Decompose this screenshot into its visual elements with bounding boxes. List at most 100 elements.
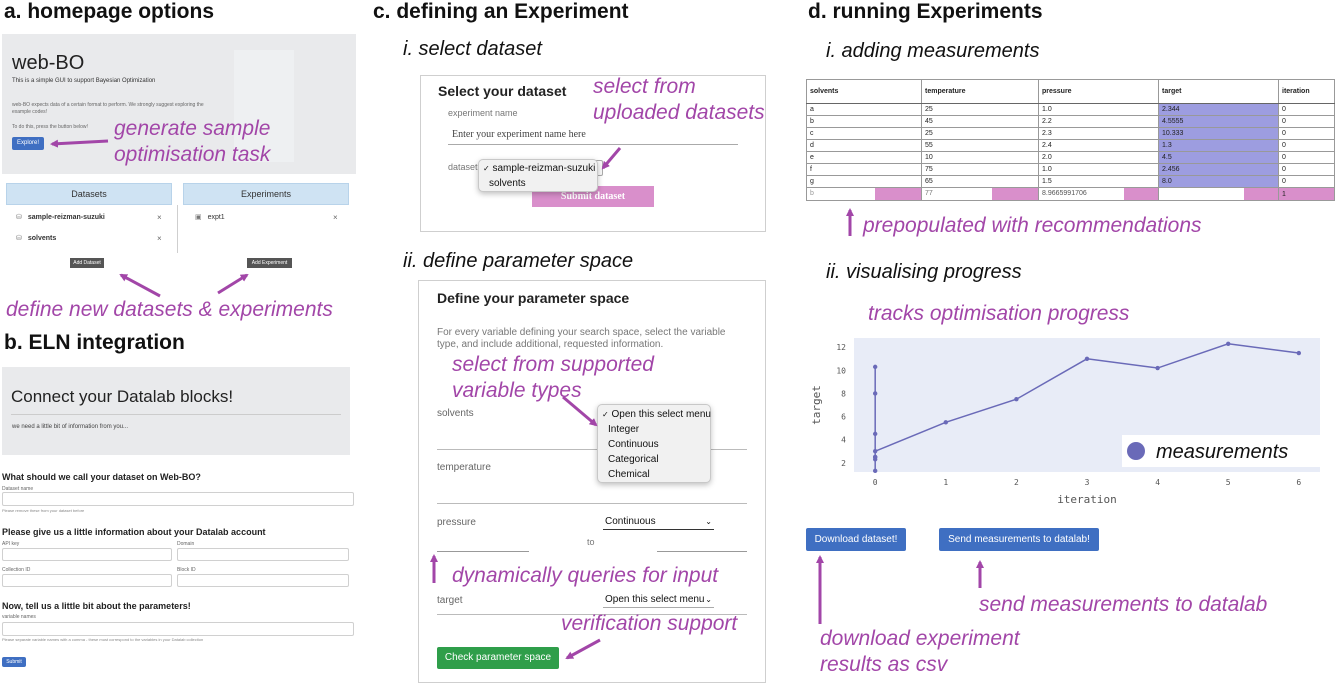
- target-cell[interactable]: 4.5: [1158, 151, 1279, 164]
- block-id-input[interactable]: [177, 574, 349, 587]
- table-cell[interactable]: f: [806, 163, 922, 176]
- table-cell[interactable]: d: [806, 139, 922, 152]
- y-tick-label: 6: [841, 413, 846, 422]
- recommendation-cell[interactable]: 1: [1278, 187, 1335, 201]
- dataset-name-help: Please remove these from your dataset be…: [2, 508, 85, 513]
- table-cell[interactable]: 2.3: [1038, 127, 1159, 140]
- table-cell[interactable]: 1.5: [1038, 175, 1159, 188]
- table-cell[interactable]: 0: [1278, 139, 1335, 152]
- table-cell[interactable]: 55: [921, 139, 1039, 152]
- section-c-sub-i: i. select dataset: [403, 38, 542, 60]
- pressure-type-select[interactable]: Continuous ⌄: [603, 515, 714, 530]
- annotation-send-to: send measurements to datalab: [979, 593, 1268, 616]
- table-cell[interactable]: 0: [1278, 151, 1335, 164]
- download-dataset-button[interactable]: Download dataset!: [806, 528, 906, 551]
- type-option[interactable]: Categorical: [608, 454, 659, 465]
- table-cell[interactable]: 10: [921, 151, 1039, 164]
- table-cell[interactable]: c: [806, 127, 922, 140]
- recommendation-cell[interactable]: 77: [921, 187, 1039, 201]
- target-cell[interactable]: 10.333: [1158, 127, 1279, 140]
- dataset-item[interactable]: ⛁ sample-reizman-suzuki: [16, 213, 105, 221]
- data-point[interactable]: [872, 454, 878, 460]
- select-dataset-screenshot: Select your dataset experiment name Ente…: [420, 75, 766, 232]
- remove-dataset-icon[interactable]: ×: [157, 234, 162, 243]
- check-icon: ✓: [483, 164, 490, 173]
- eln-divider: [11, 414, 341, 415]
- app-title: web-BO: [12, 52, 85, 74]
- type-option[interactable]: ✓ Open this select menu: [602, 409, 711, 420]
- type-option[interactable]: Chemical: [608, 469, 650, 480]
- hero-desc-1: web-BO expects data of a certain format …: [12, 102, 204, 108]
- add-dataset-button[interactable]: Add Dataset: [70, 258, 104, 268]
- table-cell[interactable]: 65: [921, 175, 1039, 188]
- type-option[interactable]: Continuous: [608, 439, 659, 450]
- table-cell[interactable]: 1.0: [1038, 163, 1159, 176]
- check-parameter-space-button[interactable]: Check parameter space: [437, 647, 559, 669]
- table-cell[interactable]: 45: [921, 115, 1039, 128]
- dataset-option[interactable]: ✓ sample-reizman-suzuki: [483, 163, 596, 174]
- remove-dataset-icon[interactable]: ×: [157, 213, 162, 222]
- hero-intro: This is a simple GUI to support Bayesian…: [12, 78, 156, 84]
- data-point[interactable]: [943, 420, 948, 425]
- annotation-supported-types: select from supported variable types: [452, 353, 654, 402]
- table-cell[interactable]: 2.4: [1038, 139, 1159, 152]
- domain-input[interactable]: [177, 548, 349, 561]
- table-cell[interactable]: 0: [1278, 103, 1335, 116]
- explore-button[interactable]: Explore!: [12, 137, 44, 150]
- collection-id-input[interactable]: [2, 574, 172, 587]
- data-point[interactable]: [872, 364, 878, 370]
- dataset-item[interactable]: ⛁ solvents: [16, 234, 56, 242]
- table-cell[interactable]: 25: [921, 127, 1039, 140]
- table-cell[interactable]: a: [806, 103, 922, 116]
- data-point[interactable]: [1226, 341, 1231, 346]
- table-cell[interactable]: 1.0: [1038, 103, 1159, 116]
- data-point[interactable]: [872, 468, 878, 474]
- variable-names-input[interactable]: [2, 622, 354, 636]
- table-cell[interactable]: 2.2: [1038, 115, 1159, 128]
- section-a-title: a. homepage options: [4, 0, 215, 23]
- table-cell[interactable]: 0: [1278, 127, 1335, 140]
- target-cell[interactable]: 2.344: [1158, 103, 1279, 116]
- data-point[interactable]: [872, 431, 878, 437]
- type-option[interactable]: Integer: [608, 424, 640, 435]
- data-point[interactable]: [1296, 350, 1302, 356]
- dataset-option[interactable]: solvents: [489, 178, 526, 189]
- table-cell[interactable]: 2.0: [1038, 151, 1159, 164]
- pressure-min-input[interactable]: [437, 551, 529, 552]
- table-cell[interactable]: 0: [1278, 163, 1335, 176]
- recommendation-cell[interactable]: [1158, 187, 1279, 201]
- y-tick-label: 4: [841, 436, 846, 445]
- table-cell[interactable]: 0: [1278, 175, 1335, 188]
- table-cell[interactable]: 25: [921, 103, 1039, 116]
- table-cell[interactable]: 75: [921, 163, 1039, 176]
- dataset-name-input[interactable]: [2, 492, 354, 506]
- experiment-name-input[interactable]: Enter your experiment name here: [448, 127, 738, 145]
- pressure-max-input[interactable]: [657, 551, 747, 552]
- target-cell[interactable]: 2.456: [1158, 163, 1279, 176]
- experiment-item[interactable]: ▣ expt1: [195, 213, 225, 221]
- send-to-datalab-button[interactable]: Send measurements to datalab!: [939, 528, 1099, 551]
- data-point[interactable]: [1155, 365, 1160, 371]
- target-type-select[interactable]: Open this select menu ⌄: [603, 593, 714, 608]
- target-cell[interactable]: 4.5555: [1158, 115, 1279, 128]
- row-divider: [437, 614, 747, 615]
- recommendation-cell[interactable]: 8.9665991706: [1038, 187, 1159, 201]
- data-point[interactable]: [1084, 356, 1090, 361]
- data-point[interactable]: [872, 449, 878, 454]
- variable-label-temperature: temperature: [437, 462, 491, 473]
- eln-submit-button[interactable]: Submit: [2, 657, 26, 667]
- add-experiment-button[interactable]: Add Experiment: [247, 258, 292, 268]
- data-point[interactable]: [1014, 397, 1019, 402]
- remove-experiment-icon[interactable]: ×: [333, 213, 338, 222]
- data-point[interactable]: [872, 391, 878, 396]
- api-key-input[interactable]: [2, 548, 172, 561]
- legend-label: measurements: [1156, 441, 1288, 463]
- target-cell[interactable]: 1.3: [1158, 139, 1279, 152]
- recommendation-cell[interactable]: b: [806, 187, 922, 201]
- table-cell[interactable]: b: [806, 115, 922, 128]
- table-cell[interactable]: 0: [1278, 115, 1335, 128]
- target-cell[interactable]: 8.0: [1158, 175, 1279, 188]
- table-cell[interactable]: g: [806, 175, 922, 188]
- table-cell[interactable]: e: [806, 151, 922, 164]
